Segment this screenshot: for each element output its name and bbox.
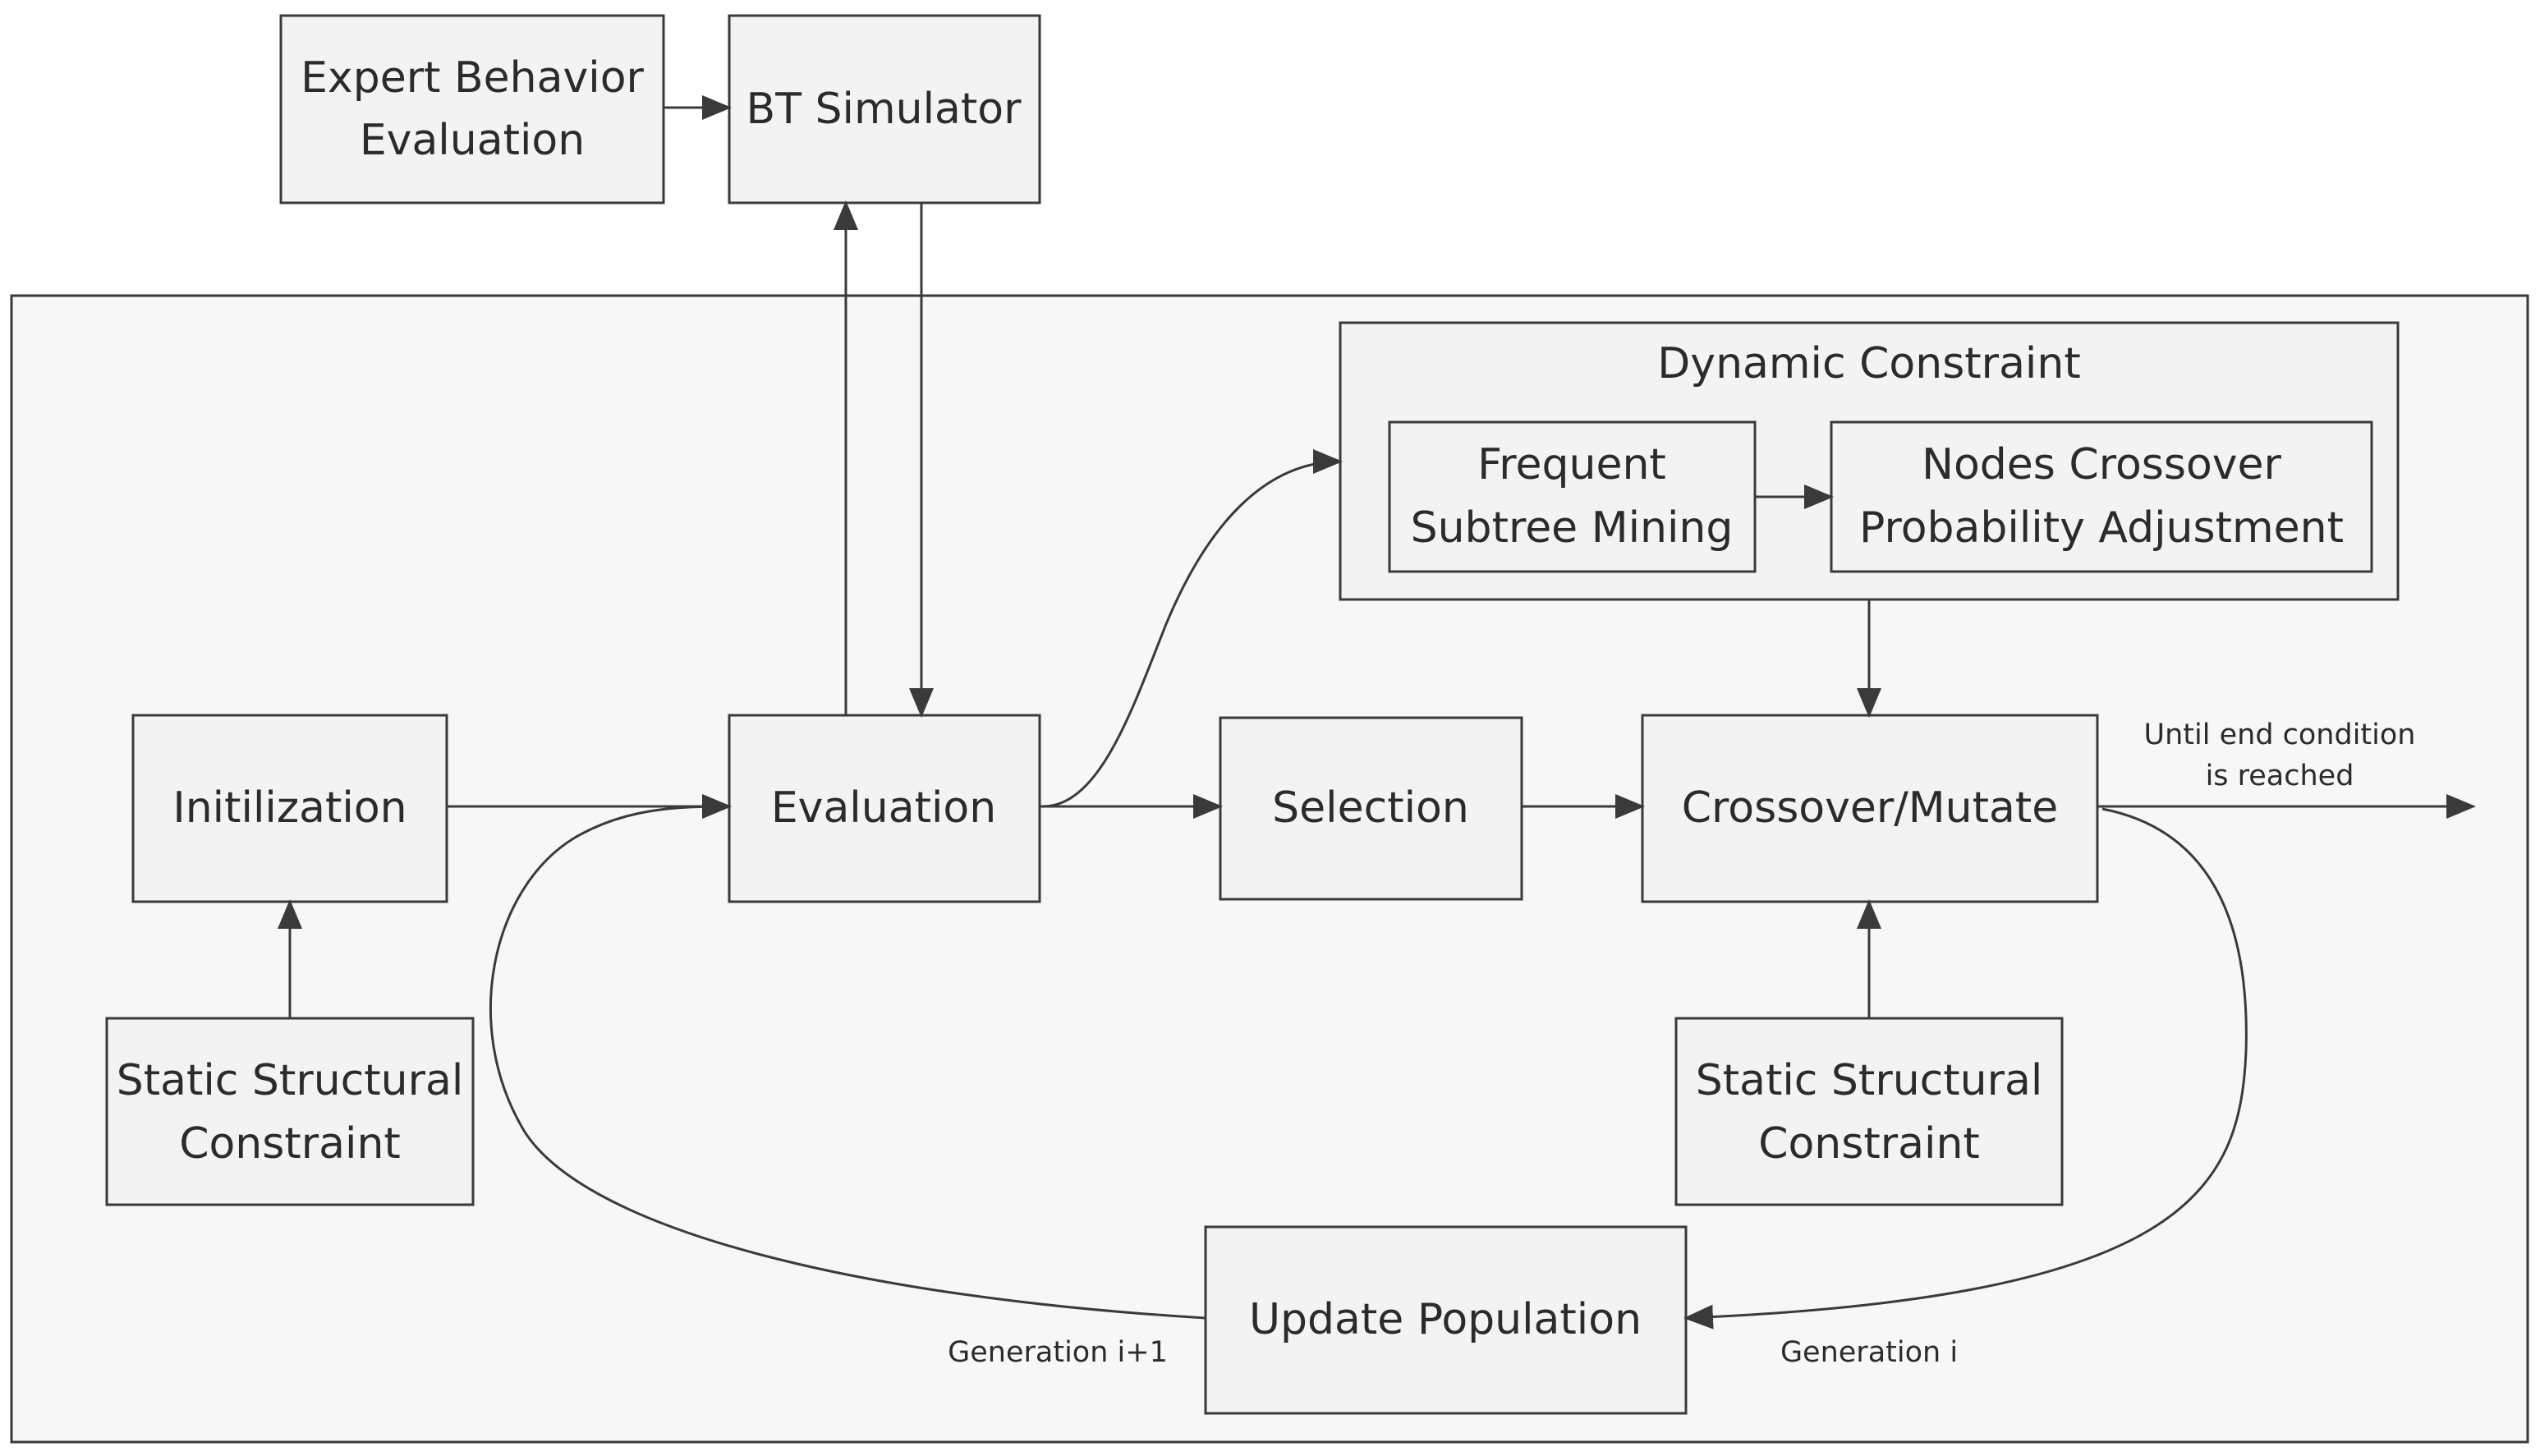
svg-text:Nodes Crossover: Nodes Crossover [1922,440,2281,489]
until-end-condition-line-2: is reached [2206,760,2354,792]
static-structural-left-line-2: Constraint [179,1119,401,1169]
expert-behavior-line-2: Evaluation [360,116,585,165]
arrow-crossover-to-update-population [1683,807,2248,1330]
svg-text:Until end condition: Until end condition [2144,719,2416,751]
until-end-condition-line-1: Until end condition [2144,719,2416,751]
frequent-subtree-line-1: Frequent [1477,440,1666,489]
dynamic-constraint-label: Dynamic Constraint [1657,339,2080,388]
evaluation-label: Evaluation [771,783,996,833]
svg-text:Evaluation: Evaluation [360,116,585,165]
update-population-label: Update Population [1249,1295,1642,1344]
bt-simulator-label: BT Simulator [746,85,1022,134]
svg-text:Static Structural: Static Structural [117,1056,464,1105]
svg-text:Expert Behavior: Expert Behavior [301,53,644,103]
frequent-subtree-line-2: Subtree Mining [1411,503,1734,553]
svg-text:Crossover/Mutate: Crossover/Mutate [1682,783,2058,833]
arrow-update-population-to-evaluation [489,794,1206,1320]
svg-text:is reached: is reached [2206,760,2354,792]
nodes-crossover-line-1: Nodes Crossover [1922,440,2281,489]
svg-text:Static Structural: Static Structural [1696,1056,2043,1105]
selection-label: Selection [1272,783,1469,833]
static-structural-constraint-right-box: Static Structural Constraint [1674,1017,2064,1206]
bt-simulator-box: BT Simulator [728,14,1041,204]
expert-behavior-evaluation-box: Expert Behavior Evaluation [279,14,665,204]
evaluation-box: Evaluation [728,714,1041,903]
arrow-evaluation-to-dynamic-constraint [1042,449,1343,808]
static-structural-right-line-1: Static Structural [1696,1056,2043,1105]
svg-text:Frequent: Frequent [1477,440,1666,489]
static-structural-constraint-left-box: Static Structural Constraint [105,1017,475,1206]
svg-text:Constraint: Constraint [1758,1119,1980,1169]
svg-text:Selection: Selection [1272,783,1469,833]
crossover-mutate-label: Crossover/Mutate [1682,783,2058,833]
svg-text:Generation i+1: Generation i+1 [948,1336,1168,1369]
svg-text:Dynamic Constraint: Dynamic Constraint [1657,339,2080,388]
generation-i-plus-1-label: Generation i+1 [948,1336,1168,1369]
generation-i-label: Generation i [1780,1336,1958,1369]
svg-text:Initilization: Initilization [172,783,406,833]
initilization-label: Initilization [172,783,406,833]
svg-text:Evaluation: Evaluation [771,783,996,833]
svg-text:Constraint: Constraint [179,1119,401,1169]
svg-text:Generation i: Generation i [1780,1336,1958,1369]
nodes-crossover-probability-box: Nodes Crossover Probability Adjustment [1830,420,2373,573]
svg-text:Update Population: Update Population [1249,1295,1642,1344]
static-structural-right-line-2: Constraint [1758,1119,1980,1169]
svg-text:Probability Adjustment: Probability Adjustment [1859,503,2344,553]
static-structural-left-line-1: Static Structural [117,1056,464,1105]
frequent-subtree-mining-box: Frequent Subtree Mining [1388,420,1757,573]
selection-box: Selection [1219,716,1523,901]
update-population-box: Update Population [1204,1225,1688,1415]
svg-text:BT Simulator: BT Simulator [746,85,1022,134]
crossover-mutate-box: Crossover/Mutate [1641,714,2099,903]
svg-text:Subtree Mining: Subtree Mining [1411,503,1734,553]
initilization-box: Initilization [131,714,448,903]
expert-behavior-line-1: Expert Behavior [301,53,644,103]
nodes-crossover-line-2: Probability Adjustment [1859,503,2344,553]
